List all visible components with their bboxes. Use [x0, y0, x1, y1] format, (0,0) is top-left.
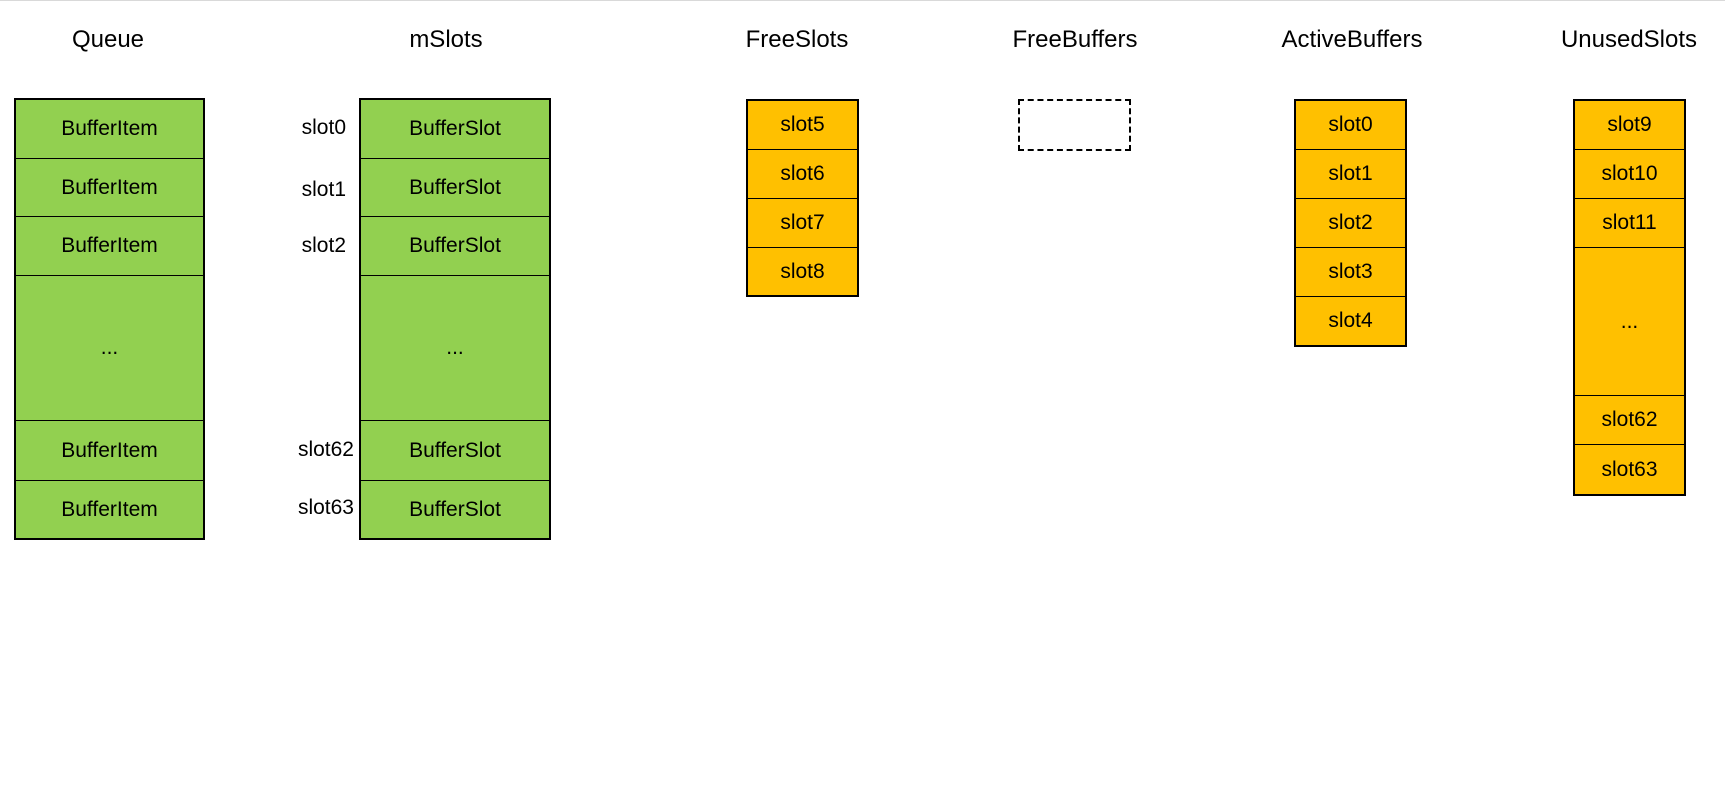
mslots-row-label: slot1: [301, 178, 346, 201]
freebuffers-empty-box: [1018, 99, 1131, 151]
unusedslots-cell: slot11: [1575, 199, 1684, 248]
unusedslots-title: UnusedSlots: [1560, 26, 1698, 53]
unusedslots-column: slot9 slot10 slot11 ... slot62 slot63: [1573, 99, 1686, 496]
top-divider: [0, 0, 1725, 1]
mslots-cell: BufferSlot: [361, 421, 549, 481]
activebuffers-cell: slot0: [1296, 101, 1405, 150]
mslots-row-label: slot0: [301, 116, 346, 139]
mslots-title: mSlots: [409, 26, 483, 53]
queue-cell: BufferItem: [16, 159, 203, 217]
unusedslots-cell: slot63: [1575, 445, 1684, 494]
mslots-cell: BufferSlot: [361, 159, 549, 217]
freeslots-cell: slot8: [748, 248, 857, 295]
activebuffers-cell: slot3: [1296, 248, 1405, 297]
mslots-row-label: slot62: [297, 438, 354, 461]
freebuffers-title: FreeBuffers: [1012, 26, 1138, 53]
mslots-column: BufferSlot BufferSlot BufferSlot ... Buf…: [359, 98, 551, 540]
mslots-cell: BufferSlot: [361, 100, 549, 159]
mslots-row-label: slot63: [297, 496, 354, 519]
queue-cell: BufferItem: [16, 100, 203, 159]
activebuffers-cell: slot2: [1296, 199, 1405, 248]
mslots-row-label: slot2: [301, 234, 346, 257]
mslots-cell: BufferSlot: [361, 481, 549, 538]
freeslots-cell: slot7: [748, 199, 857, 248]
queue-column: BufferItem BufferItem BufferItem ... Buf…: [14, 98, 205, 540]
activebuffers-cell: slot1: [1296, 150, 1405, 199]
queue-title: Queue: [71, 26, 145, 53]
mslots-cell: BufferSlot: [361, 217, 549, 276]
queue-cell: BufferItem: [16, 421, 203, 481]
freeslots-column: slot5 slot6 slot7 slot8: [746, 99, 859, 297]
freeslots-title: FreeSlots: [745, 26, 849, 53]
activebuffers-cell: slot4: [1296, 297, 1405, 345]
queue-cell: BufferItem: [16, 481, 203, 538]
freeslots-cell: slot6: [748, 150, 857, 199]
unusedslots-cell: slot9: [1575, 101, 1684, 150]
queue-cell: BufferItem: [16, 217, 203, 276]
mslots-cell: ...: [361, 276, 549, 421]
unusedslots-cell: slot10: [1575, 150, 1684, 199]
unusedslots-cell: ...: [1575, 248, 1684, 396]
freeslots-cell: slot5: [748, 101, 857, 150]
unusedslots-cell: slot62: [1575, 396, 1684, 445]
activebuffers-column: slot0 slot1 slot2 slot3 slot4: [1294, 99, 1407, 347]
queue-cell: ...: [16, 276, 203, 421]
activebuffers-title: ActiveBuffers: [1281, 26, 1423, 53]
